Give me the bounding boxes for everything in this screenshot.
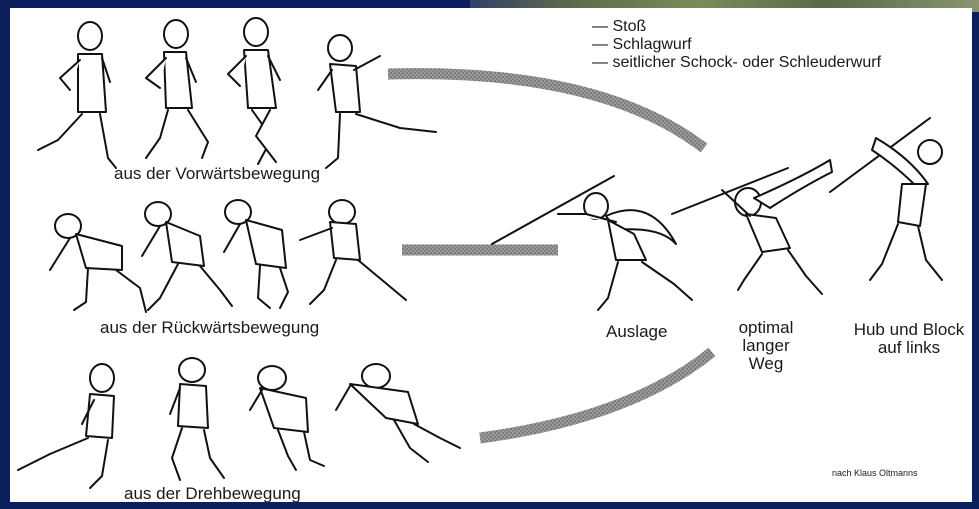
backward-figure-4	[300, 200, 406, 304]
label-rotation: aus der Drehbewegung	[124, 484, 301, 502]
label-optimal-line-2: langer	[726, 336, 806, 355]
label-auslage: Auslage	[606, 322, 667, 341]
backward-figure-2	[142, 202, 232, 310]
throwing-movements-drawing	[10, 8, 972, 502]
legend-item-stoss: — Stoß	[592, 18, 646, 35]
legend-item-schlagwurf: — Schlagwurf	[592, 36, 692, 53]
label-hub-line-2: auf links	[846, 338, 972, 357]
backward-figure-3	[224, 200, 288, 308]
rotation-figure-4	[336, 364, 460, 462]
upper-connecting-arc	[388, 74, 704, 148]
label-hub-line-1: Hub und Block	[846, 320, 972, 339]
lower-connecting-arc	[480, 352, 712, 438]
javelin-figure-hub-block	[830, 118, 942, 280]
legend-item-schleuderwurf: — seitlicher Schock- oder Schleuderwurf	[592, 54, 881, 71]
forward-figure-2	[146, 20, 208, 158]
forward-figure-1	[38, 22, 116, 168]
rotation-figure-2	[170, 358, 224, 480]
diagram-sheet: — Stoß — Schlagwurf — seitlicher Schock-…	[10, 8, 972, 502]
forward-figure-3	[228, 18, 280, 164]
forward-figure-4	[318, 35, 436, 168]
rotation-figure-3	[250, 366, 324, 470]
javelin-figure-optimal	[672, 160, 832, 294]
label-optimal-line-3: Weg	[726, 354, 806, 373]
label-optimal-line-1: optimal	[726, 318, 806, 337]
javelin-figure-auslage	[492, 176, 692, 310]
label-forward: aus der Vorwärtsbewegung	[114, 164, 320, 183]
credit-text: nach Klaus Oltmanns	[832, 468, 918, 478]
backward-figure-1	[50, 214, 146, 312]
label-backward: aus der Rückwärtsbewegung	[100, 318, 319, 337]
rotation-figure-1	[18, 364, 114, 488]
